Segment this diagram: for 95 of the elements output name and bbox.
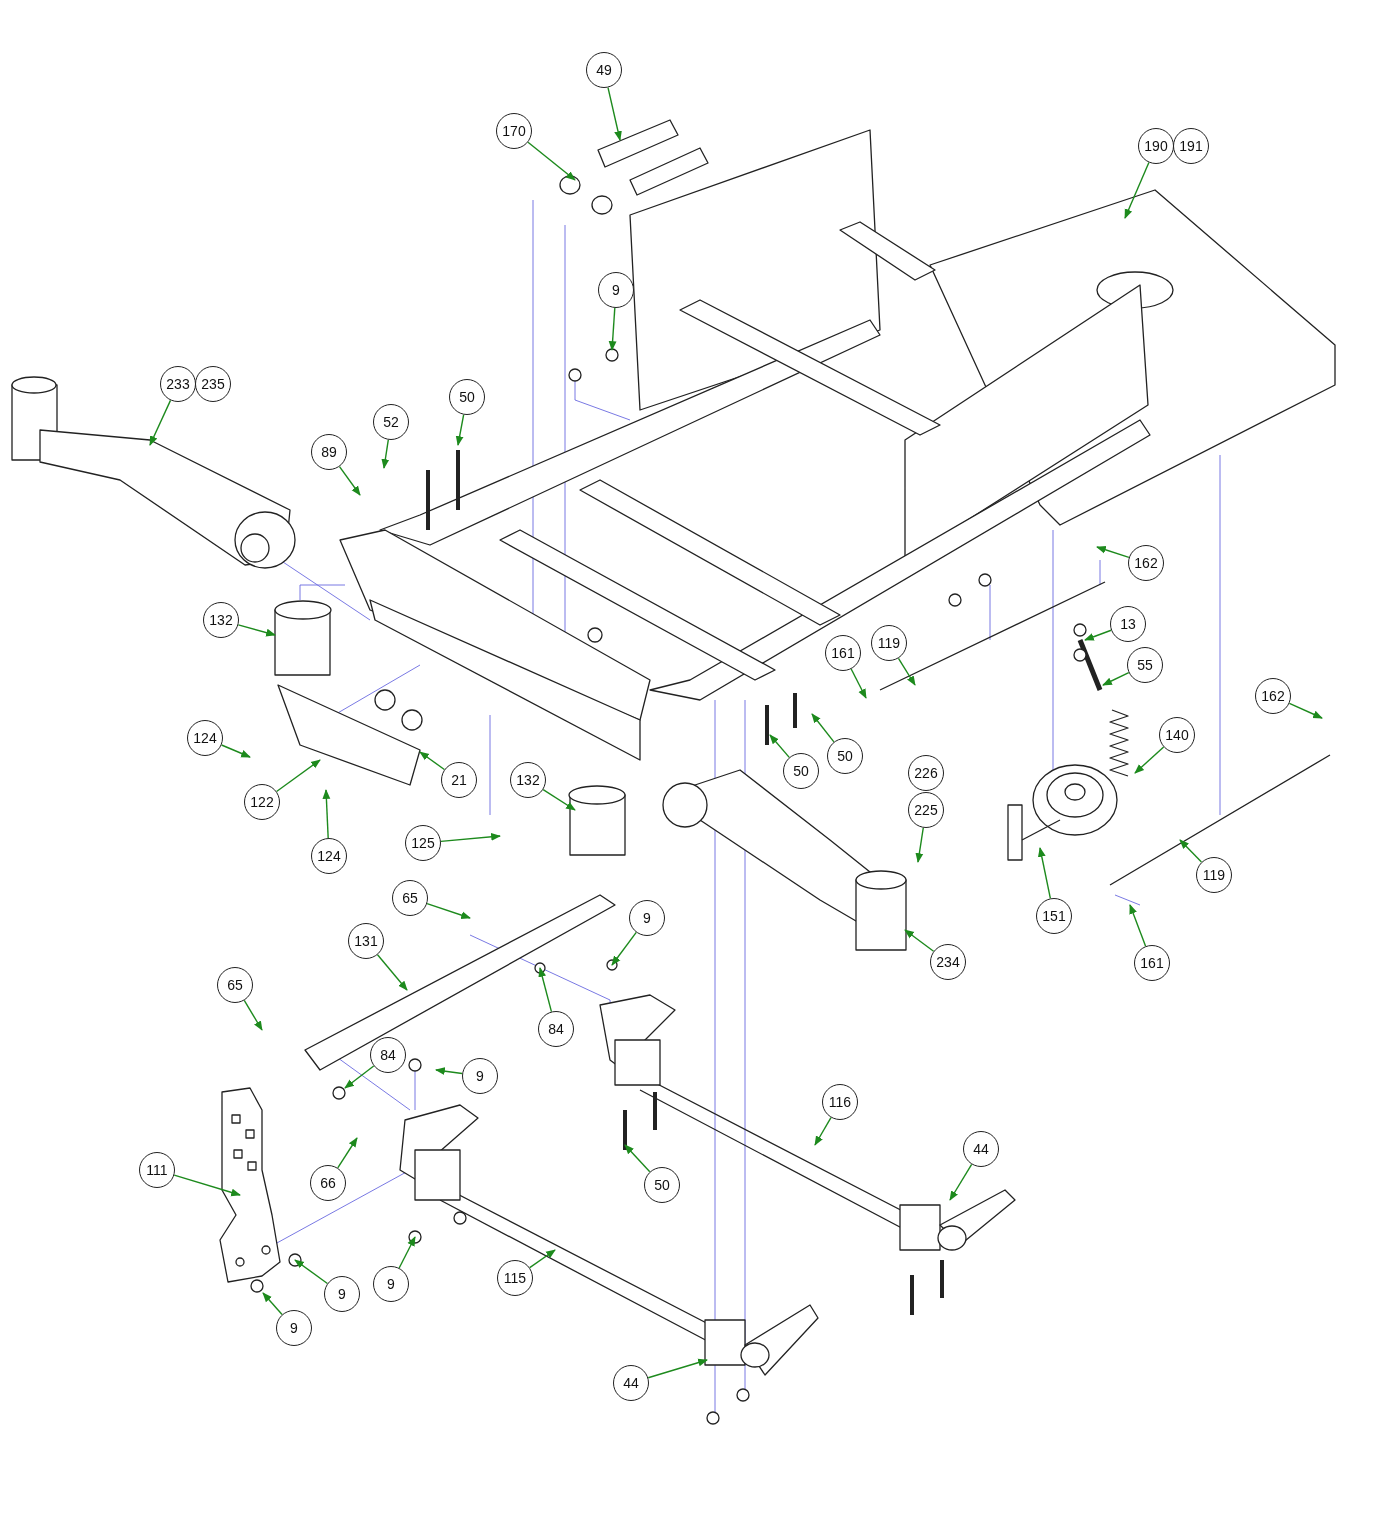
- callout-number: 13: [1110, 606, 1146, 642]
- leader-arrow: [262, 1292, 283, 1316]
- leader-arrow: [527, 141, 576, 181]
- callout-number: 9: [629, 900, 665, 936]
- callout-number: 170: [496, 113, 532, 149]
- leader-arrow: [1096, 546, 1130, 559]
- leader-arrow: [624, 1144, 651, 1173]
- leader-arrow: [294, 1259, 329, 1285]
- leader-arrow: [376, 954, 408, 991]
- leader-arrow: [949, 1163, 973, 1201]
- callout-number: 124: [311, 838, 347, 874]
- callout-number: 125: [405, 825, 441, 861]
- callout-number: 44: [613, 1365, 649, 1401]
- leader-arrow: [769, 734, 790, 759]
- callout-number: 162: [1255, 678, 1291, 714]
- callout-number: 50: [783, 753, 819, 789]
- leader-arrow: [426, 903, 471, 919]
- callout-number: 225: [908, 792, 944, 828]
- leader-arrow: [529, 1249, 556, 1269]
- callout-number: 233: [160, 366, 196, 402]
- callout-number: 9: [276, 1310, 312, 1346]
- leader-arrow: [149, 399, 172, 446]
- leader-arrow: [811, 713, 835, 743]
- callout-number: 132: [203, 602, 239, 638]
- callout-number: 21: [441, 762, 477, 798]
- leader-arrow: [1288, 702, 1323, 719]
- callout-number: 50: [449, 379, 485, 415]
- callout-number: 9: [462, 1058, 498, 1094]
- callout-number: 44: [963, 1131, 999, 1167]
- leader-arrow: [1129, 904, 1147, 947]
- leader-arrow: [220, 744, 251, 758]
- leader-arrow: [538, 967, 553, 1013]
- leader-arrow: [915, 827, 924, 863]
- callout-number: 190: [1138, 128, 1174, 164]
- callout-number: 119: [1196, 857, 1232, 893]
- callout-number: 161: [825, 635, 861, 671]
- callout-number: 119: [871, 625, 907, 661]
- callout-number: 132: [510, 762, 546, 798]
- callout-number: 191: [1173, 128, 1209, 164]
- callout-number: 52: [373, 404, 409, 440]
- callout-number: 65: [217, 967, 253, 1003]
- callout-number: 84: [538, 1011, 574, 1047]
- callout-number: 161: [1134, 945, 1170, 981]
- callout-number: 234: [930, 944, 966, 980]
- leader-arrow: [1084, 629, 1112, 641]
- callout-number: 50: [644, 1167, 680, 1203]
- callout-number: 115: [497, 1260, 533, 1296]
- callout-number: 122: [244, 784, 280, 820]
- leader-arrow: [344, 1065, 375, 1089]
- callout-number: 151: [1036, 898, 1072, 934]
- leader-arrow: [435, 1067, 463, 1076]
- leader-arrow: [338, 465, 361, 496]
- callout-number: 50: [827, 738, 863, 774]
- callout-number: 9: [373, 1266, 409, 1302]
- leader-arrow: [904, 929, 935, 952]
- leader-arrow: [1037, 847, 1052, 900]
- callout-number: 116: [822, 1084, 858, 1120]
- leader-arrow: [440, 832, 501, 843]
- leader-arrow: [542, 788, 576, 811]
- leader-arrow: [1134, 746, 1165, 774]
- leader-arrow: [1102, 672, 1130, 686]
- leader-arrow: [381, 439, 390, 469]
- callout-number: 65: [392, 880, 428, 916]
- leader-arrow: [611, 931, 637, 966]
- callout-number: 9: [598, 272, 634, 308]
- leader-arrow: [897, 657, 916, 686]
- leader-arrow: [419, 751, 446, 771]
- callout-number: 131: [348, 923, 384, 959]
- callout-number: 162: [1128, 545, 1164, 581]
- leader-arrow: [608, 307, 617, 351]
- leader-arrow: [850, 668, 867, 699]
- callout-number: 66: [310, 1165, 346, 1201]
- callout-number: 49: [586, 52, 622, 88]
- leader-arrow: [607, 86, 622, 141]
- callout-number: 84: [370, 1037, 406, 1073]
- callout-number: 111: [139, 1152, 175, 1188]
- leader-arrow: [243, 999, 263, 1031]
- callout-number: 9: [324, 1276, 360, 1312]
- leader-arrow: [647, 1358, 708, 1379]
- leader-arrow: [322, 789, 331, 839]
- leader-arrow: [275, 759, 321, 793]
- leader-arrow: [455, 414, 465, 446]
- callout-number: 89: [311, 434, 347, 470]
- leader-arrow: [337, 1137, 358, 1169]
- leader-arrow: [1124, 161, 1150, 219]
- leader-arrow: [398, 1236, 416, 1269]
- callout-number: 226: [908, 755, 944, 791]
- leader-arrow: [814, 1116, 832, 1146]
- callout-number: 124: [187, 720, 223, 756]
- callout-number: 55: [1127, 647, 1163, 683]
- leader-arrow: [173, 1174, 241, 1197]
- callout-number: 140: [1159, 717, 1195, 753]
- leader-arrow: [237, 624, 276, 637]
- leader-arrow: [1179, 839, 1203, 863]
- callout-number: 235: [195, 366, 231, 402]
